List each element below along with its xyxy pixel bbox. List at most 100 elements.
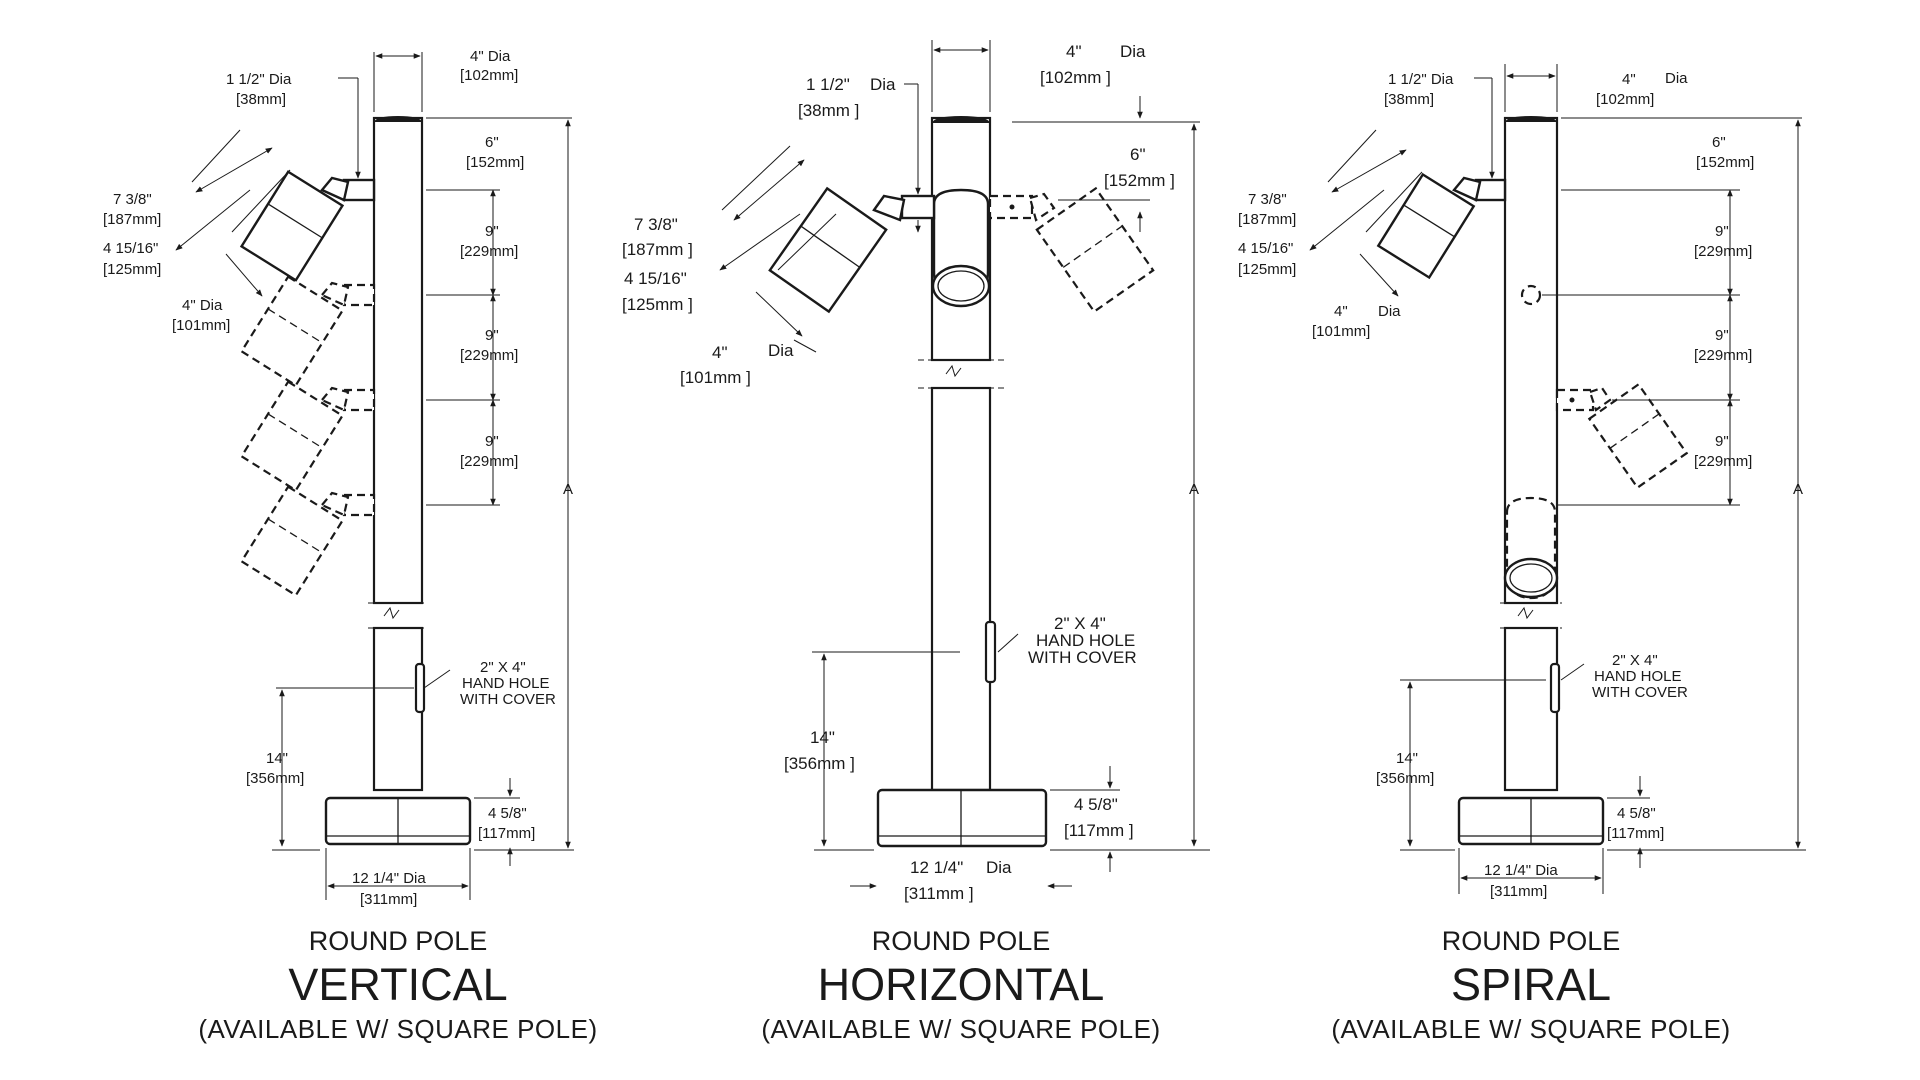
fixture-len-mm-label: [187mm] xyxy=(1238,211,1296,228)
fixture-vertical-3 xyxy=(240,380,376,492)
height-label: A xyxy=(1189,481,1199,498)
height-label: A xyxy=(1793,481,1803,498)
spacing-3-label: 9" xyxy=(1715,433,1729,450)
top-offset-label: 6" xyxy=(485,134,499,151)
spacing-1-label: 9" xyxy=(1715,223,1729,240)
fixture-vertical-1 xyxy=(239,170,376,282)
dim-lines-spiral xyxy=(1309,64,1806,894)
pole-dia-label: 4" xyxy=(1622,71,1636,88)
caption-sub: ROUND POLE xyxy=(872,926,1051,956)
fixture-body-label: 4 15/16" xyxy=(1238,240,1293,257)
arm-dia-label: 1 1/2" Dia xyxy=(226,71,292,88)
base-height-mm-label: [117mm] xyxy=(1607,825,1664,842)
caption-note: (AVAILABLE W/ SQUARE POLE) xyxy=(198,1014,597,1044)
hand-hole-line3: WITH COVER xyxy=(1028,648,1137,667)
arm-dia-mm-label: [38mm] xyxy=(1384,91,1434,108)
base-height-label: 4 5/8" xyxy=(1074,795,1118,814)
base-horizontal xyxy=(876,788,1048,848)
hole-height-label: 14" xyxy=(266,750,288,767)
hole-height-mm-label: [356mm] xyxy=(246,770,304,787)
spacing-2-mm-label: [229mm] xyxy=(1694,347,1752,364)
caption-note: (AVAILABLE W/ SQUARE POLE) xyxy=(761,1014,1160,1044)
arm-dia-mm-label: [38mm ] xyxy=(798,101,859,120)
arm-dia-label: 1 1/2" Dia xyxy=(1388,71,1454,88)
top-offset-mm-label: [152mm ] xyxy=(1104,171,1175,190)
hole-height-mm-label: [356mm ] xyxy=(784,754,855,773)
fixture-len-mm-label: [187mm ] xyxy=(622,240,693,259)
caption-vertical: ROUND POLE VERTICAL (AVAILABLE W/ SQUARE… xyxy=(198,926,597,1044)
dim-text-vertical: 4" Dia [102mm] 1 1/2" Dia [38mm] 6" [152… xyxy=(103,48,573,908)
dim-lines-horizontal xyxy=(719,40,1210,889)
caption-sub: ROUND POLE xyxy=(309,926,488,956)
hole-height-label: 14" xyxy=(1396,750,1418,767)
base-dia-label: 12 1/4" xyxy=(910,858,963,877)
fixture-spiral-4-front xyxy=(1503,496,1559,600)
hand-hole-spiral xyxy=(1549,662,1561,714)
fixture-len-label: 7 3/8" xyxy=(113,191,152,208)
base-dia-mm-label: [311mm ] xyxy=(904,884,974,903)
top-offset-mm-label: [152mm] xyxy=(466,154,524,171)
base-vertical xyxy=(324,796,472,846)
hand-hole-line1: 2" X 4" xyxy=(480,659,526,676)
pole-dia-mm-label: [102mm] xyxy=(1596,91,1654,108)
fixture-spiral-1 xyxy=(1376,172,1507,280)
base-dia-mm-label: [311mm] xyxy=(1490,883,1547,900)
pole-dia-mm-label: [102mm] xyxy=(460,67,518,84)
spacing-3-mm-label: [229mm] xyxy=(1694,453,1752,470)
pole-horizontal xyxy=(918,116,1004,792)
diagram-horizontal: 4" Dia [102mm ] 1 1/2" Dia [38mm ] 6" [1… xyxy=(622,40,1210,1044)
hand-hole-horizontal xyxy=(984,620,997,684)
base-height-mm-label: [117mm] xyxy=(478,825,535,842)
base-dia-label: 12 1/4" Dia xyxy=(1484,862,1558,879)
spacing-1-mm-label: [229mm] xyxy=(1694,243,1752,260)
base-dia-word: Dia xyxy=(986,858,1012,877)
hand-hole-line2: HAND HOLE xyxy=(1594,668,1682,685)
fixture-dia-mm-label: [101mm] xyxy=(172,317,230,334)
base-spiral xyxy=(1457,796,1605,846)
fixture-dia-word: Dia xyxy=(768,341,794,360)
dim-text-horizontal: 4" Dia [102mm ] 1 1/2" Dia [38mm ] 6" [1… xyxy=(622,42,1199,903)
spacing-2-mm-label: [229mm] xyxy=(460,347,518,364)
top-offset-label: 6" xyxy=(1130,145,1146,164)
fixture-dia-label: 4" xyxy=(712,343,728,362)
fixture-horizontal-front xyxy=(931,188,991,308)
fixture-body-mm-label: [125mm] xyxy=(1238,261,1296,278)
base-height-label: 4 5/8" xyxy=(1617,805,1656,822)
hand-hole-line1: 2" X 4" xyxy=(1054,614,1106,633)
diagram-spiral: 4" Dia [102mm] 1 1/2" Dia [38mm] 6" [152… xyxy=(1238,64,1806,1044)
caption-horizontal: ROUND POLE HORIZONTAL (AVAILABLE W/ SQUA… xyxy=(761,926,1160,1044)
hand-hole-line3: WITH COVER xyxy=(460,691,556,708)
fixture-dia-mm-label: [101mm ] xyxy=(680,368,751,387)
caption-spiral: ROUND POLE SPIRAL (AVAILABLE W/ SQUARE P… xyxy=(1331,926,1730,1044)
caption-title: HORIZONTAL xyxy=(818,959,1105,1010)
spacing-2-label: 9" xyxy=(1715,327,1729,344)
base-height-mm-label: [117mm ] xyxy=(1064,821,1134,840)
diagram-vertical: 4" Dia [102mm] 1 1/2" Dia [38mm] 6" [152… xyxy=(103,48,597,1044)
fixture-len-label: 7 3/8" xyxy=(634,215,678,234)
fixture-vertical-4 xyxy=(240,485,376,597)
pole-dia-mm-label: [102mm ] xyxy=(1040,68,1111,87)
fixture-body-label: 4 15/16" xyxy=(103,240,158,257)
base-dia-mm-label: [311mm] xyxy=(360,891,417,908)
dim-lines-vertical xyxy=(175,52,574,900)
caption-sub: ROUND POLE xyxy=(1442,926,1621,956)
hand-hole-line2: HAND HOLE xyxy=(1036,631,1135,650)
arm-dia-label: 1 1/2" xyxy=(806,75,850,94)
arm-dia-word: Dia xyxy=(870,75,896,94)
fixture-spiral-2-back xyxy=(1520,284,1542,306)
hand-hole-line3: WITH COVER xyxy=(1592,684,1688,701)
spacing-1-label: 9" xyxy=(485,223,499,240)
hole-height-mm-label: [356mm] xyxy=(1376,770,1434,787)
fixture-body-mm-label: [125mm ] xyxy=(622,295,693,314)
fixture-vertical-2 xyxy=(240,275,376,387)
fixture-len-label: 7 3/8" xyxy=(1248,191,1287,208)
spacing-3-mm-label: [229mm] xyxy=(460,453,518,470)
hand-hole-line1: 2" X 4" xyxy=(1612,652,1658,669)
fixture-dia-word: Dia xyxy=(1378,303,1401,320)
base-height-label: 4 5/8" xyxy=(488,805,527,822)
hand-hole-line2: HAND HOLE xyxy=(462,675,550,692)
caption-title: SPIRAL xyxy=(1451,959,1611,1010)
hole-height-label: 14" xyxy=(810,728,835,747)
fixture-len-mm-label: [187mm] xyxy=(103,211,161,228)
arm-dia-mm-label: [38mm] xyxy=(236,91,286,108)
